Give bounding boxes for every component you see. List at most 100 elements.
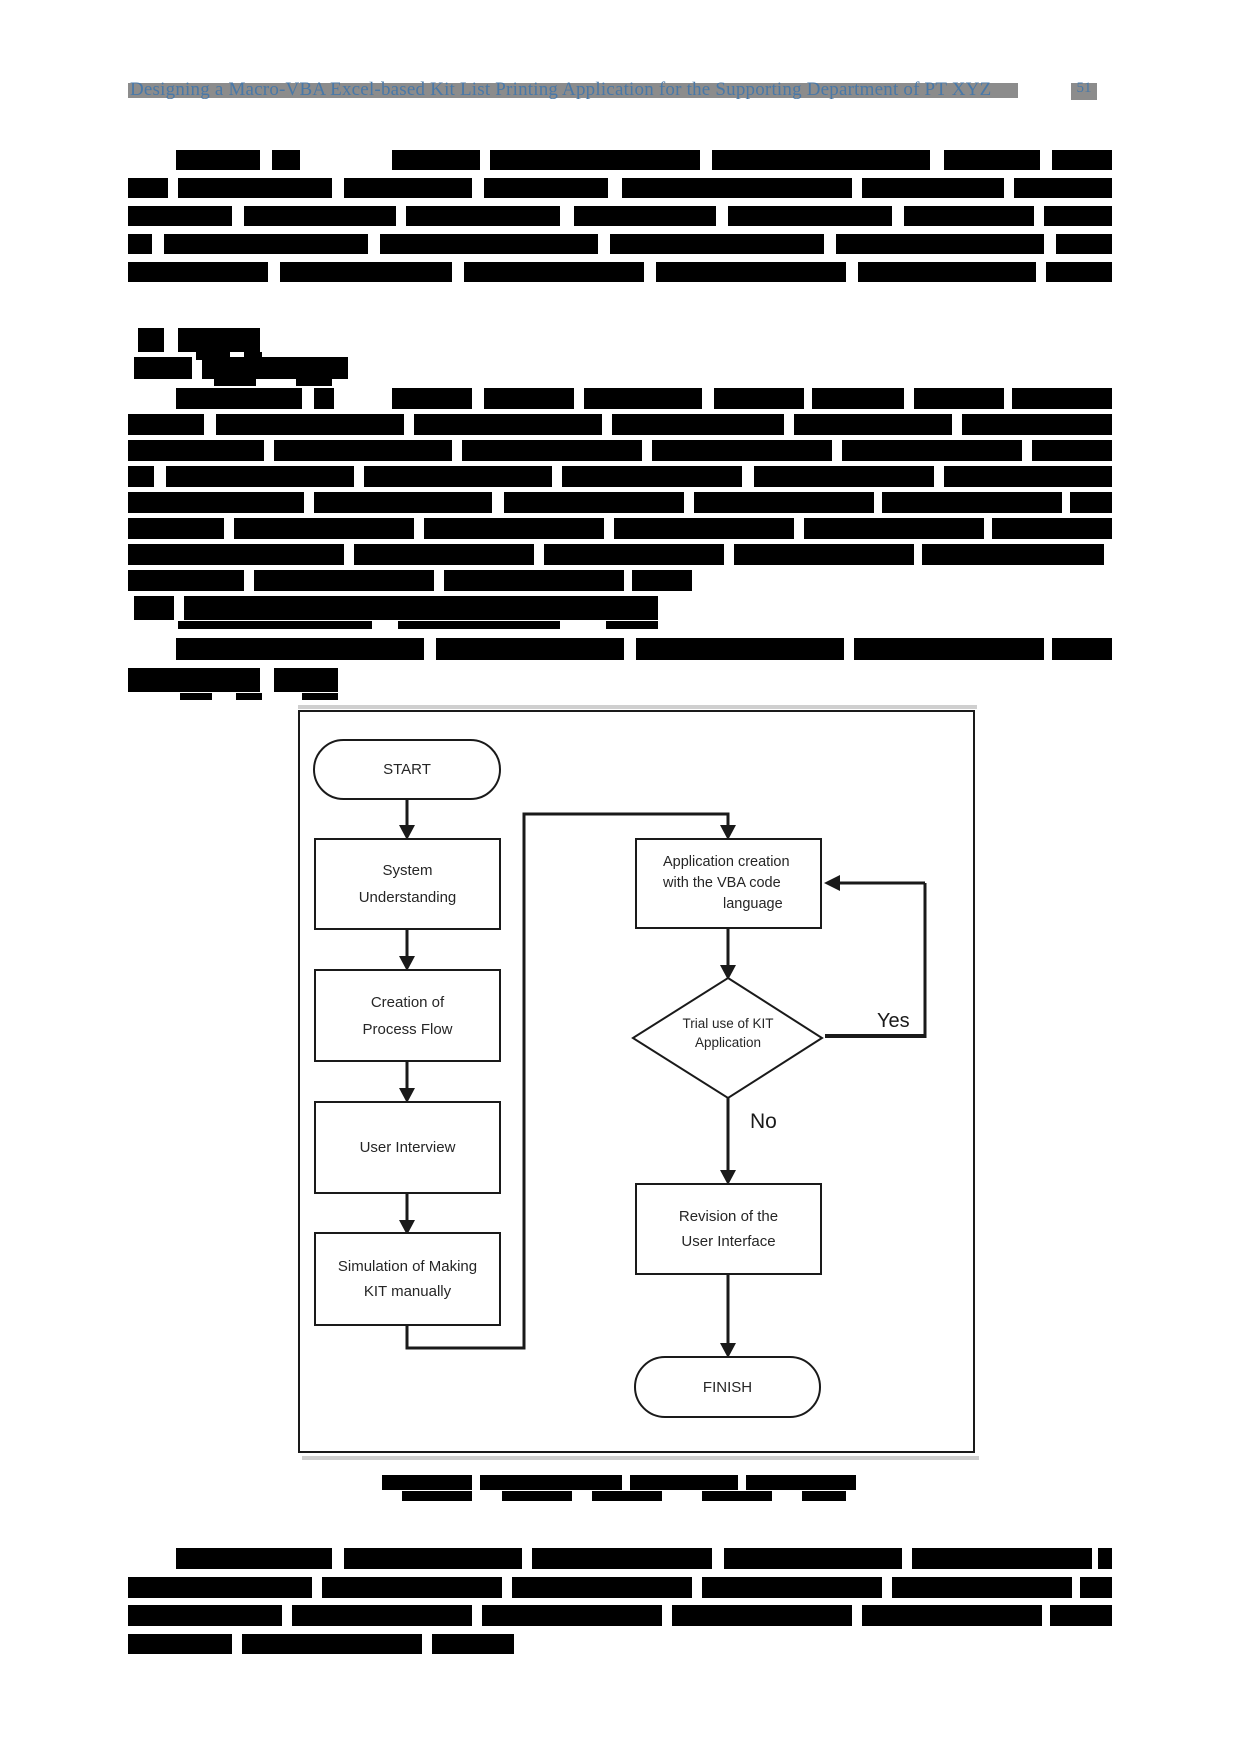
- figure-flowchart: START System Understanding Creation of P…: [298, 710, 975, 1453]
- redacted-text-bar: [836, 234, 1044, 254]
- redacted-text-bar: [380, 234, 598, 254]
- redacted-text-bar: [244, 352, 262, 360]
- flow-label: KIT manually: [363, 1283, 452, 1300]
- flow-label: Process Flow: [362, 1020, 453, 1038]
- redacted-text-bar: [1032, 440, 1112, 461]
- redacted-text-bar: [128, 206, 232, 226]
- redacted-text-bar: [944, 150, 1040, 170]
- flow-label: FINISH: [702, 1378, 753, 1396]
- redacted-text-bar: [794, 414, 952, 435]
- redacted-text-bar: [398, 621, 560, 629]
- redacted-text-bar: [754, 466, 934, 487]
- redacted-text-bar: [406, 206, 560, 226]
- redacted-text-bar: [652, 440, 832, 461]
- flow-decision-trial-use-label: Trial use of KIT Application: [638, 1014, 818, 1052]
- redacted-text-bar: [178, 621, 372, 629]
- redacted-text-bar: [254, 570, 434, 591]
- redacted-text-bar: [322, 1577, 502, 1598]
- redacted-text-bar: [734, 544, 914, 565]
- redacted-text-bar: [128, 668, 260, 692]
- redacted-text-bar: [424, 518, 604, 539]
- flow-step-revision-user-interface: Revision of the User Interface: [635, 1183, 822, 1275]
- redacted-text-bar: [672, 1605, 852, 1626]
- redacted-text-bar: [392, 388, 472, 409]
- flow-step-system-understanding: System Understanding: [314, 838, 501, 930]
- redacted-text-bar: [914, 388, 1004, 409]
- redacted-text-bar: [344, 1548, 522, 1569]
- redacted-text-bar: [244, 206, 396, 226]
- redacted-text-bar: [728, 206, 892, 226]
- redacted-text-bar: [612, 414, 784, 435]
- page-number-box: [1071, 83, 1097, 100]
- redacted-text-bar: [414, 414, 602, 435]
- redacted-text-bar: [176, 638, 424, 660]
- redacted-text-bar: [610, 234, 824, 254]
- redacted-text-bar: [464, 262, 644, 282]
- redacted-text-bar: [922, 544, 1104, 565]
- redacted-text-bar: [1012, 388, 1112, 409]
- redacted-text-bar: [1052, 150, 1112, 170]
- redacted-text-bar: [854, 638, 1044, 660]
- redacted-text-bar: [532, 1548, 712, 1569]
- redacted-text-bar: [128, 466, 154, 487]
- redacted-text-bar: [746, 1475, 856, 1490]
- flow-step-creation-of-process-flow: Creation of Process Flow: [314, 969, 501, 1062]
- redacted-text-bar: [544, 544, 724, 565]
- redacted-text-bar: [1056, 234, 1112, 254]
- redacted-text-bar: [842, 440, 1022, 461]
- redacted-text-bar: [484, 388, 574, 409]
- flow-step-application-creation-vba: Application creation with the VBA code l…: [635, 838, 822, 929]
- redacted-text-bar: [138, 328, 164, 352]
- flow-step-user-interview: User Interview: [314, 1101, 501, 1194]
- redacted-text-bar: [656, 262, 846, 282]
- redacted-text-bar: [128, 178, 168, 198]
- redacted-text-bar: [462, 440, 642, 461]
- redacted-text-bar: [632, 570, 692, 591]
- flow-step-simulation-of-making-kit: Simulation of Making KIT manually: [314, 1232, 501, 1326]
- redacted-text-bar: [234, 518, 414, 539]
- redacted-text-bar: [482, 1605, 662, 1626]
- redacted-text-bar: [882, 492, 1062, 513]
- redacted-text-bar: [992, 518, 1112, 539]
- redacted-text-bar: [292, 1605, 472, 1626]
- redacted-text-bar: [944, 466, 1112, 487]
- decision-diamond: [631, 976, 824, 1100]
- redacted-text-bar: [484, 178, 608, 198]
- redacted-text-bar: [196, 352, 230, 360]
- redacted-text-bar: [214, 379, 256, 386]
- redacted-text-bar: [354, 544, 534, 565]
- redacted-text-bar: [636, 638, 844, 660]
- redacted-text-bar: [128, 440, 264, 461]
- redacted-text-bar: [1044, 206, 1112, 226]
- redacted-text-bar: [184, 596, 658, 620]
- redacted-text-bar: [694, 492, 874, 513]
- flow-label: language: [723, 896, 783, 912]
- redacted-text-bar: [344, 178, 472, 198]
- redacted-text-bar: [802, 1491, 846, 1501]
- flow-label: Application: [694, 1035, 762, 1050]
- redacted-text-bar: [164, 234, 368, 254]
- redacted-text-bar: [702, 1577, 882, 1598]
- edge-label-no: No: [750, 1110, 777, 1133]
- redacted-text-bar: [296, 379, 332, 386]
- redacted-text-bar: [274, 668, 338, 692]
- redacted-text-bar: [574, 206, 716, 226]
- redacted-text-bar: [128, 1634, 232, 1654]
- redacted-text-bar: [436, 638, 624, 660]
- flow-label: with the VBA code: [663, 875, 781, 891]
- flow-label: Understanding: [358, 889, 457, 906]
- redacted-text-bar: [606, 621, 658, 629]
- redacted-text-bar: [1046, 262, 1112, 282]
- redacted-text-bar: [176, 1548, 332, 1569]
- redacted-text-bar: [178, 328, 260, 352]
- redacted-text-bar: [242, 1634, 422, 1654]
- redacted-text-bar: [128, 570, 244, 591]
- flow-terminator-start: START: [313, 739, 501, 800]
- redacted-text-bar: [166, 466, 354, 487]
- flow-terminator-finish: FINISH: [634, 1356, 821, 1418]
- flow-label: Application creation: [663, 854, 790, 870]
- redacted-text-bar: [1014, 178, 1112, 198]
- redacted-text-bar: [1050, 1605, 1112, 1626]
- redacted-text-bar: [392, 150, 480, 170]
